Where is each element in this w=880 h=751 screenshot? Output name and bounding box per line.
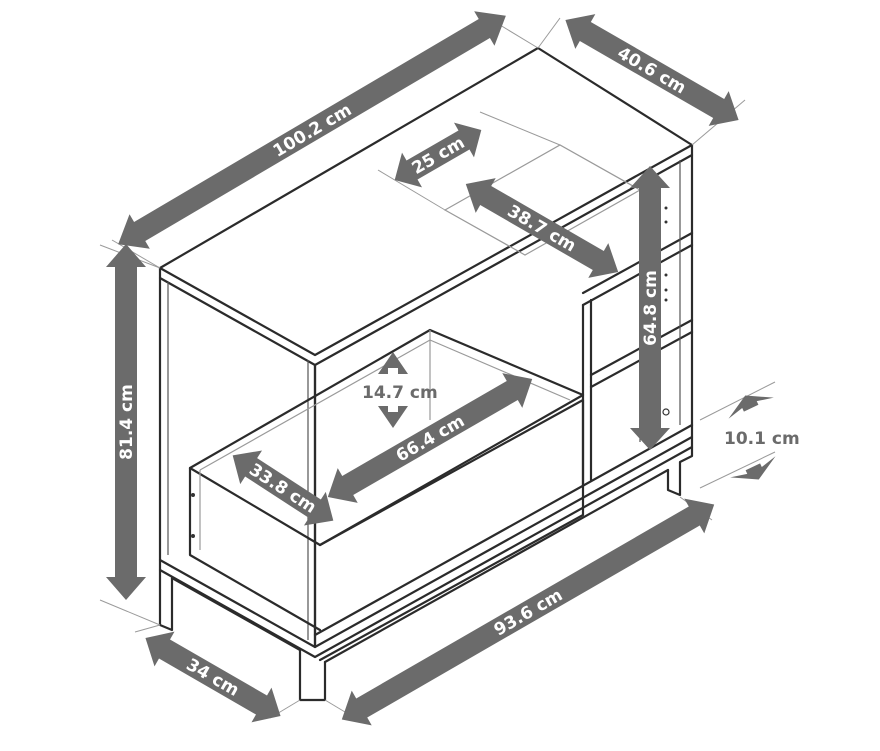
svg-text:64.8 cm: 64.8 cm [641,270,661,346]
dimension-base-depth: 34 cm [134,624,301,723]
dimension-base-width: 93.6 cm [324,496,715,726]
svg-text:93.6 cm: 93.6 cm [491,585,567,640]
svg-text:81.4 cm: 81.4 cm [117,384,137,460]
drawer [188,328,585,662]
svg-text:25 cm: 25 cm [409,133,469,179]
cabinet-outline [158,46,694,702]
svg-text:14.7 cm: 14.7 cm [362,383,438,403]
svg-text:10.1 cm: 10.1 cm [724,429,800,449]
dimension-depth: 40.6 cm [537,14,746,146]
dimension-shelf-height: 64.8 cm [630,166,670,450]
svg-text:100.2 cm: 100.2 cm [270,100,356,162]
svg-text:34 cm: 34 cm [183,655,243,701]
svg-text:40.6 cm: 40.6 cm [614,43,690,98]
dimension-drawer-height: 14.7 cm [362,352,438,428]
svg-text:38.7 cm: 38.7 cm [504,201,580,256]
dimension-leg-height: 10.1 cm [699,381,800,489]
dimension-total-height: 81.4 cm [99,244,161,626]
